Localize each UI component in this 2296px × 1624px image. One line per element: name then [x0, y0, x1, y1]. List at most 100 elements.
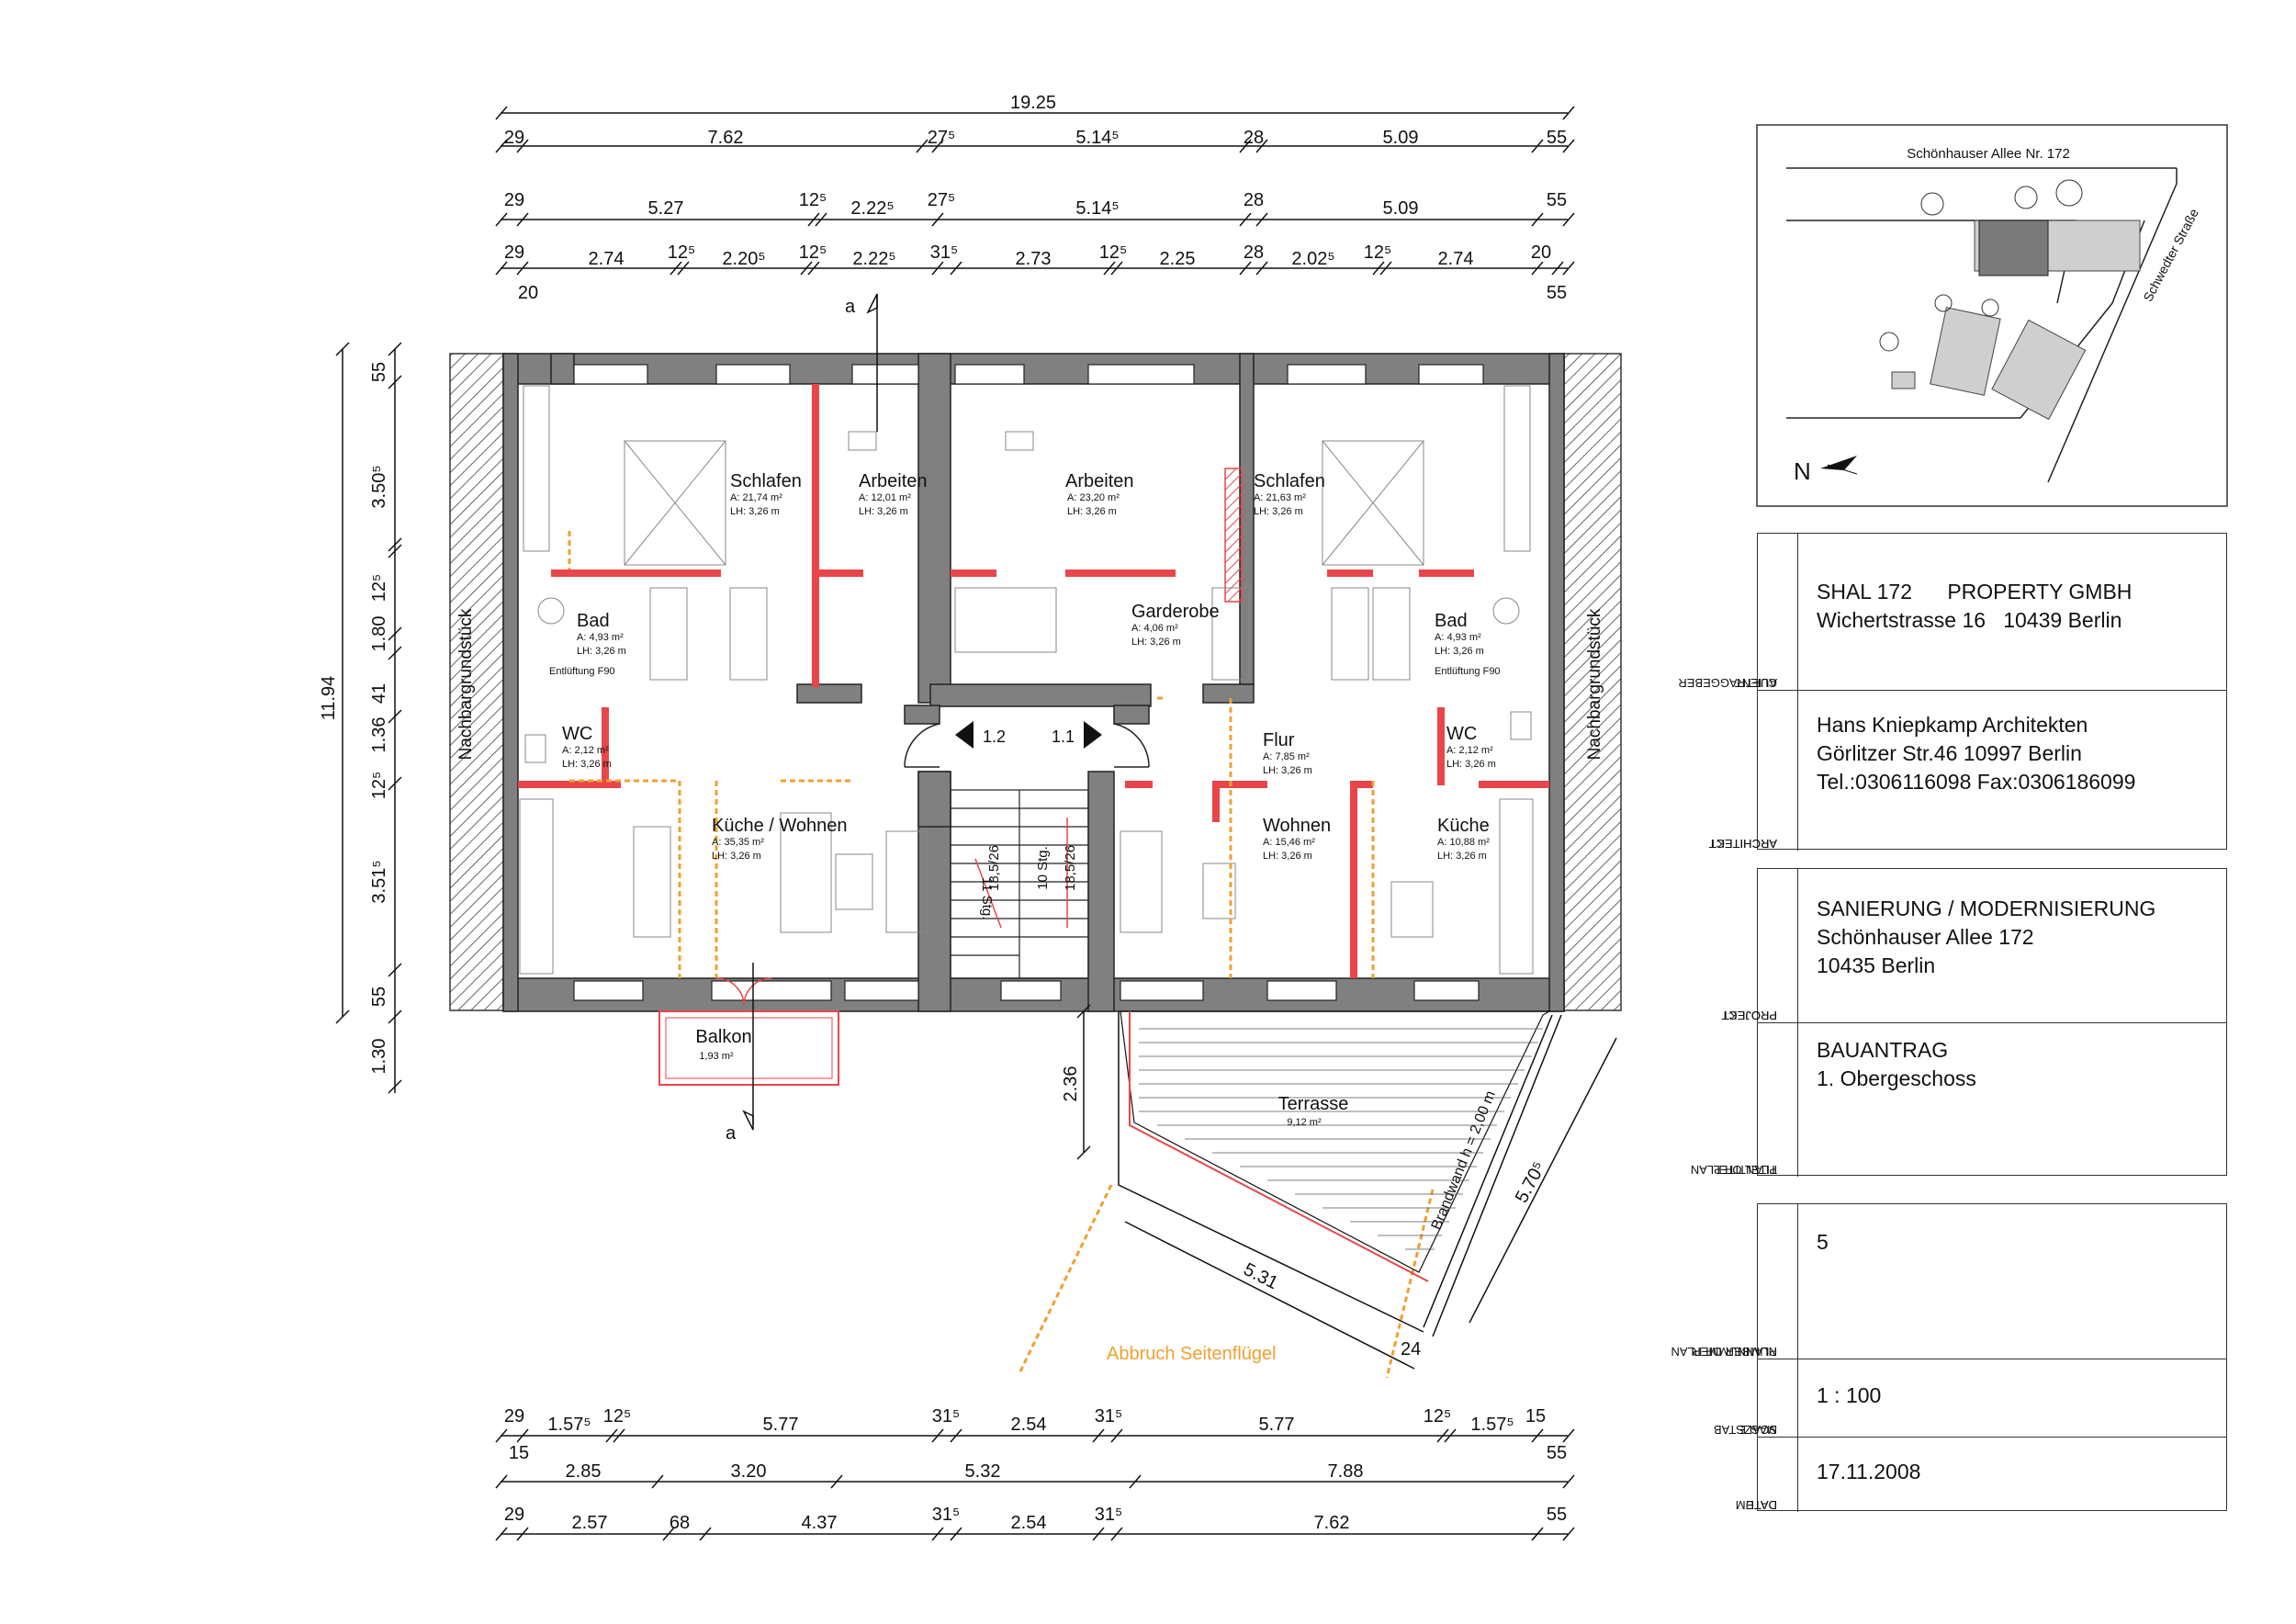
room-name-arbeiten-middle: Arbeiten — [1065, 471, 1134, 491]
room-height-arbeiten-left: LH: 3,26 m — [859, 506, 908, 517]
stairs-left-label: 11 Stg. — [979, 877, 995, 919]
client-text: SHAL 172 PROPERTY GMBH Wichertstrasse 16… — [1817, 580, 2133, 632]
room-name-schlafen-right: Schlafen — [1254, 471, 1325, 491]
room-area-wohnen: A: 15,46 m² — [1263, 837, 1315, 848]
dim-label: 5.77 — [1259, 1415, 1295, 1435]
dim-label: 41 — [369, 683, 389, 704]
room-name-kueche: Küche — [1437, 816, 1490, 836]
top-dimension-texts: 19.25 29 7.62 27⁵ 5.14⁵ 28 5.09 55 29 5.… — [504, 93, 1567, 303]
room-height-arbeiten-middle: LH: 3,26 m — [1067, 506, 1117, 517]
dim-label: 5.32 — [965, 1461, 1001, 1482]
left-dimension-texts: 11.94 55 3.50⁵ 12⁵ 1.80 41 1.36 12⁵ 3.51… — [319, 362, 389, 1075]
dim-label: 7.62 — [708, 128, 744, 148]
building-walls — [502, 353, 1565, 1012]
stair-treads — [951, 807, 1088, 956]
dim-label: 1.57⁵ — [1470, 1415, 1514, 1435]
dim-label: 5.09 — [1383, 128, 1419, 148]
room-area-kueche-wohnen: A: 35,35 m² — [712, 837, 764, 848]
site-street-label: Schönhauser Allee Nr. 172 — [1907, 146, 2070, 162]
dim-label: 4.37 — [802, 1513, 838, 1533]
dim-label: 20 — [518, 283, 538, 303]
room-height-flur: LH: 3,26 m — [1263, 765, 1312, 776]
room-height-schlafen-right: LH: 3,26 m — [1254, 506, 1303, 517]
left-dimensions — [335, 342, 402, 1094]
dim-label: 28 — [1244, 128, 1264, 148]
dim-label: 2.20⁵ — [722, 249, 765, 269]
dim-label: 12⁵ — [668, 242, 696, 263]
dim-label: 28 — [1244, 190, 1264, 210]
dim-label: 5.27 — [648, 198, 684, 219]
dim-label: 29 — [504, 1406, 524, 1427]
room-area-wc-right: A: 2,12 m² — [1446, 745, 1493, 756]
dim-label: 29 — [504, 128, 524, 148]
dim-label: 12⁵ — [1424, 1406, 1452, 1427]
dim-label: 68 — [670, 1513, 690, 1533]
neighbour-hatch-right — [1563, 353, 1622, 1011]
plantitle-text: BAUANTRAG 1. Obergeschoss — [1817, 1038, 1976, 1090]
furniture — [519, 385, 1534, 975]
room-area-arbeiten-left: A: 12,01 m² — [859, 492, 911, 503]
dim-label: 29 — [504, 242, 524, 263]
dim-total-height: 11.94 — [319, 676, 339, 721]
terrace — [1118, 1010, 1562, 1337]
section-label-bottom: a — [726, 1123, 737, 1144]
dim-label: 7.88 — [1328, 1461, 1364, 1482]
dim-label: 2.25 — [1160, 249, 1196, 269]
room-height-schlafen-left: LH: 3,26 m — [730, 506, 780, 517]
dim-total-width: 19.25 — [1010, 93, 1056, 113]
dim-label: 5.09 — [1383, 198, 1419, 219]
top-dimensions — [495, 106, 1575, 276]
room-area-flur: A: 7,85 m² — [1263, 751, 1310, 762]
stairs-right-label: 10 Stg. — [1035, 846, 1051, 890]
dim-label: 2.85 — [566, 1461, 602, 1482]
scale-label-en: SCALE — [1737, 1423, 1777, 1437]
dim-label: 55 — [369, 987, 389, 1007]
room-area-wc-left: A: 2,12 m² — [562, 745, 609, 756]
balcony — [658, 977, 839, 1086]
room-labels: Schlafen A: 21,74 m² LH: 3,26 m Arbeiten… — [549, 471, 1501, 862]
dim-label: 15 — [509, 1443, 529, 1463]
stairs-right-ratio: 18,5/26 — [1063, 845, 1078, 891]
room-height-kueche-wohnen: LH: 3,26 m — [712, 851, 761, 862]
dim-label: 7.62 — [1314, 1513, 1350, 1533]
dim-label: 31⁵ — [930, 242, 959, 263]
room-name-terrasse: Terrasse — [1278, 1094, 1349, 1114]
room-name-schlafen-left: Schlafen — [730, 471, 802, 491]
dim-terrace-depth: 2.36 — [1061, 1066, 1081, 1102]
dim-label: 12⁵ — [369, 574, 389, 603]
room-name-wohnen: Wohnen — [1263, 816, 1331, 836]
room-area-schlafen-left: A: 21,74 m² — [730, 492, 782, 503]
dim-label: 27⁵ — [928, 128, 956, 148]
scale-text: 1 : 100 — [1817, 1383, 1882, 1407]
dim-label: 12⁵ — [369, 772, 389, 800]
room-area-terrasse: 9,12 m² — [1287, 1117, 1322, 1128]
dim-label: 3.50⁵ — [369, 465, 389, 508]
new-walls — [518, 384, 1549, 978]
dim-label: 2.22⁵ — [850, 198, 894, 219]
dim-label: 29 — [504, 1505, 524, 1525]
room-height-bad-right: LH: 3,26 m — [1435, 646, 1484, 657]
plannumber-label-en: NUMBER OF PLAN — [1670, 1345, 1777, 1359]
dim-terrace-side: 5.70⁵ — [1512, 1158, 1550, 1206]
dim-label: 55 — [1547, 283, 1567, 303]
room-height-bad-left: LH: 3,26 m — [577, 646, 626, 657]
architect-text: Hans Kniepkamp Architekten Görlitzer Str… — [1817, 713, 2136, 794]
dim-label: 29 — [504, 190, 524, 210]
dim-label: 2.74 — [589, 249, 625, 269]
dim-label: 12⁵ — [799, 190, 827, 210]
dim-terrace-diagonal: 5.31 — [1240, 1259, 1281, 1293]
landing-doors — [904, 723, 1150, 768]
architect-label-en: ARCHITECT — [1708, 837, 1777, 851]
dim-label: 12⁵ — [1099, 242, 1128, 263]
dim-label: 55 — [1547, 1443, 1567, 1463]
